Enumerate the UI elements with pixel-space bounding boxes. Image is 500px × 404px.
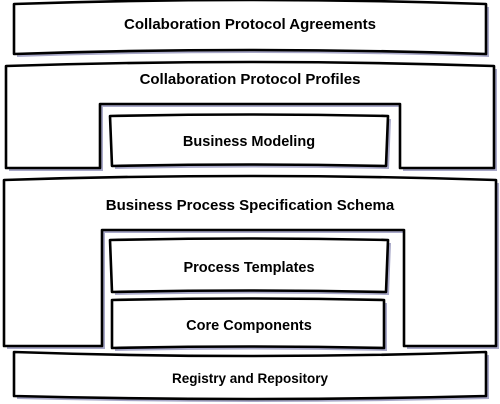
- cpa-layer: Collaboration Protocol Agreements: [12, 0, 489, 57]
- business-modeling-label: Business Modeling: [183, 134, 315, 150]
- bpss-layer-shape: [2, 174, 498, 348]
- core-components-label: Core Components: [186, 318, 312, 334]
- cpa-layer-shape: [12, 0, 488, 56]
- cpa-layer-label: Collaboration Protocol Agreements: [124, 16, 376, 33]
- business-modeling-layer: Business Modeling: [108, 113, 391, 169]
- process-templates-shape: [108, 237, 390, 294]
- business-modeling-shape: [108, 113, 390, 168]
- bpss-layer: Business Process Specification Schema: [2, 174, 499, 349]
- registry-layer: Registry and Repository: [12, 350, 489, 402]
- bpss-layer-label: Business Process Specification Schema: [106, 197, 395, 214]
- cpp-layer: Collaboration Protocol Profiles: [4, 60, 497, 171]
- process-templates-layer: Process Templates: [108, 237, 391, 295]
- cpp-layer-shape: [4, 60, 496, 170]
- registry-layer-shape: [12, 350, 488, 401]
- core-components-layer: Core Components: [110, 297, 387, 351]
- registry-layer-label: Registry and Repository: [172, 371, 329, 386]
- core-components-shape: [110, 297, 386, 350]
- process-templates-label: Process Templates: [183, 260, 314, 276]
- cpp-layer-label: Collaboration Protocol Profiles: [140, 71, 361, 88]
